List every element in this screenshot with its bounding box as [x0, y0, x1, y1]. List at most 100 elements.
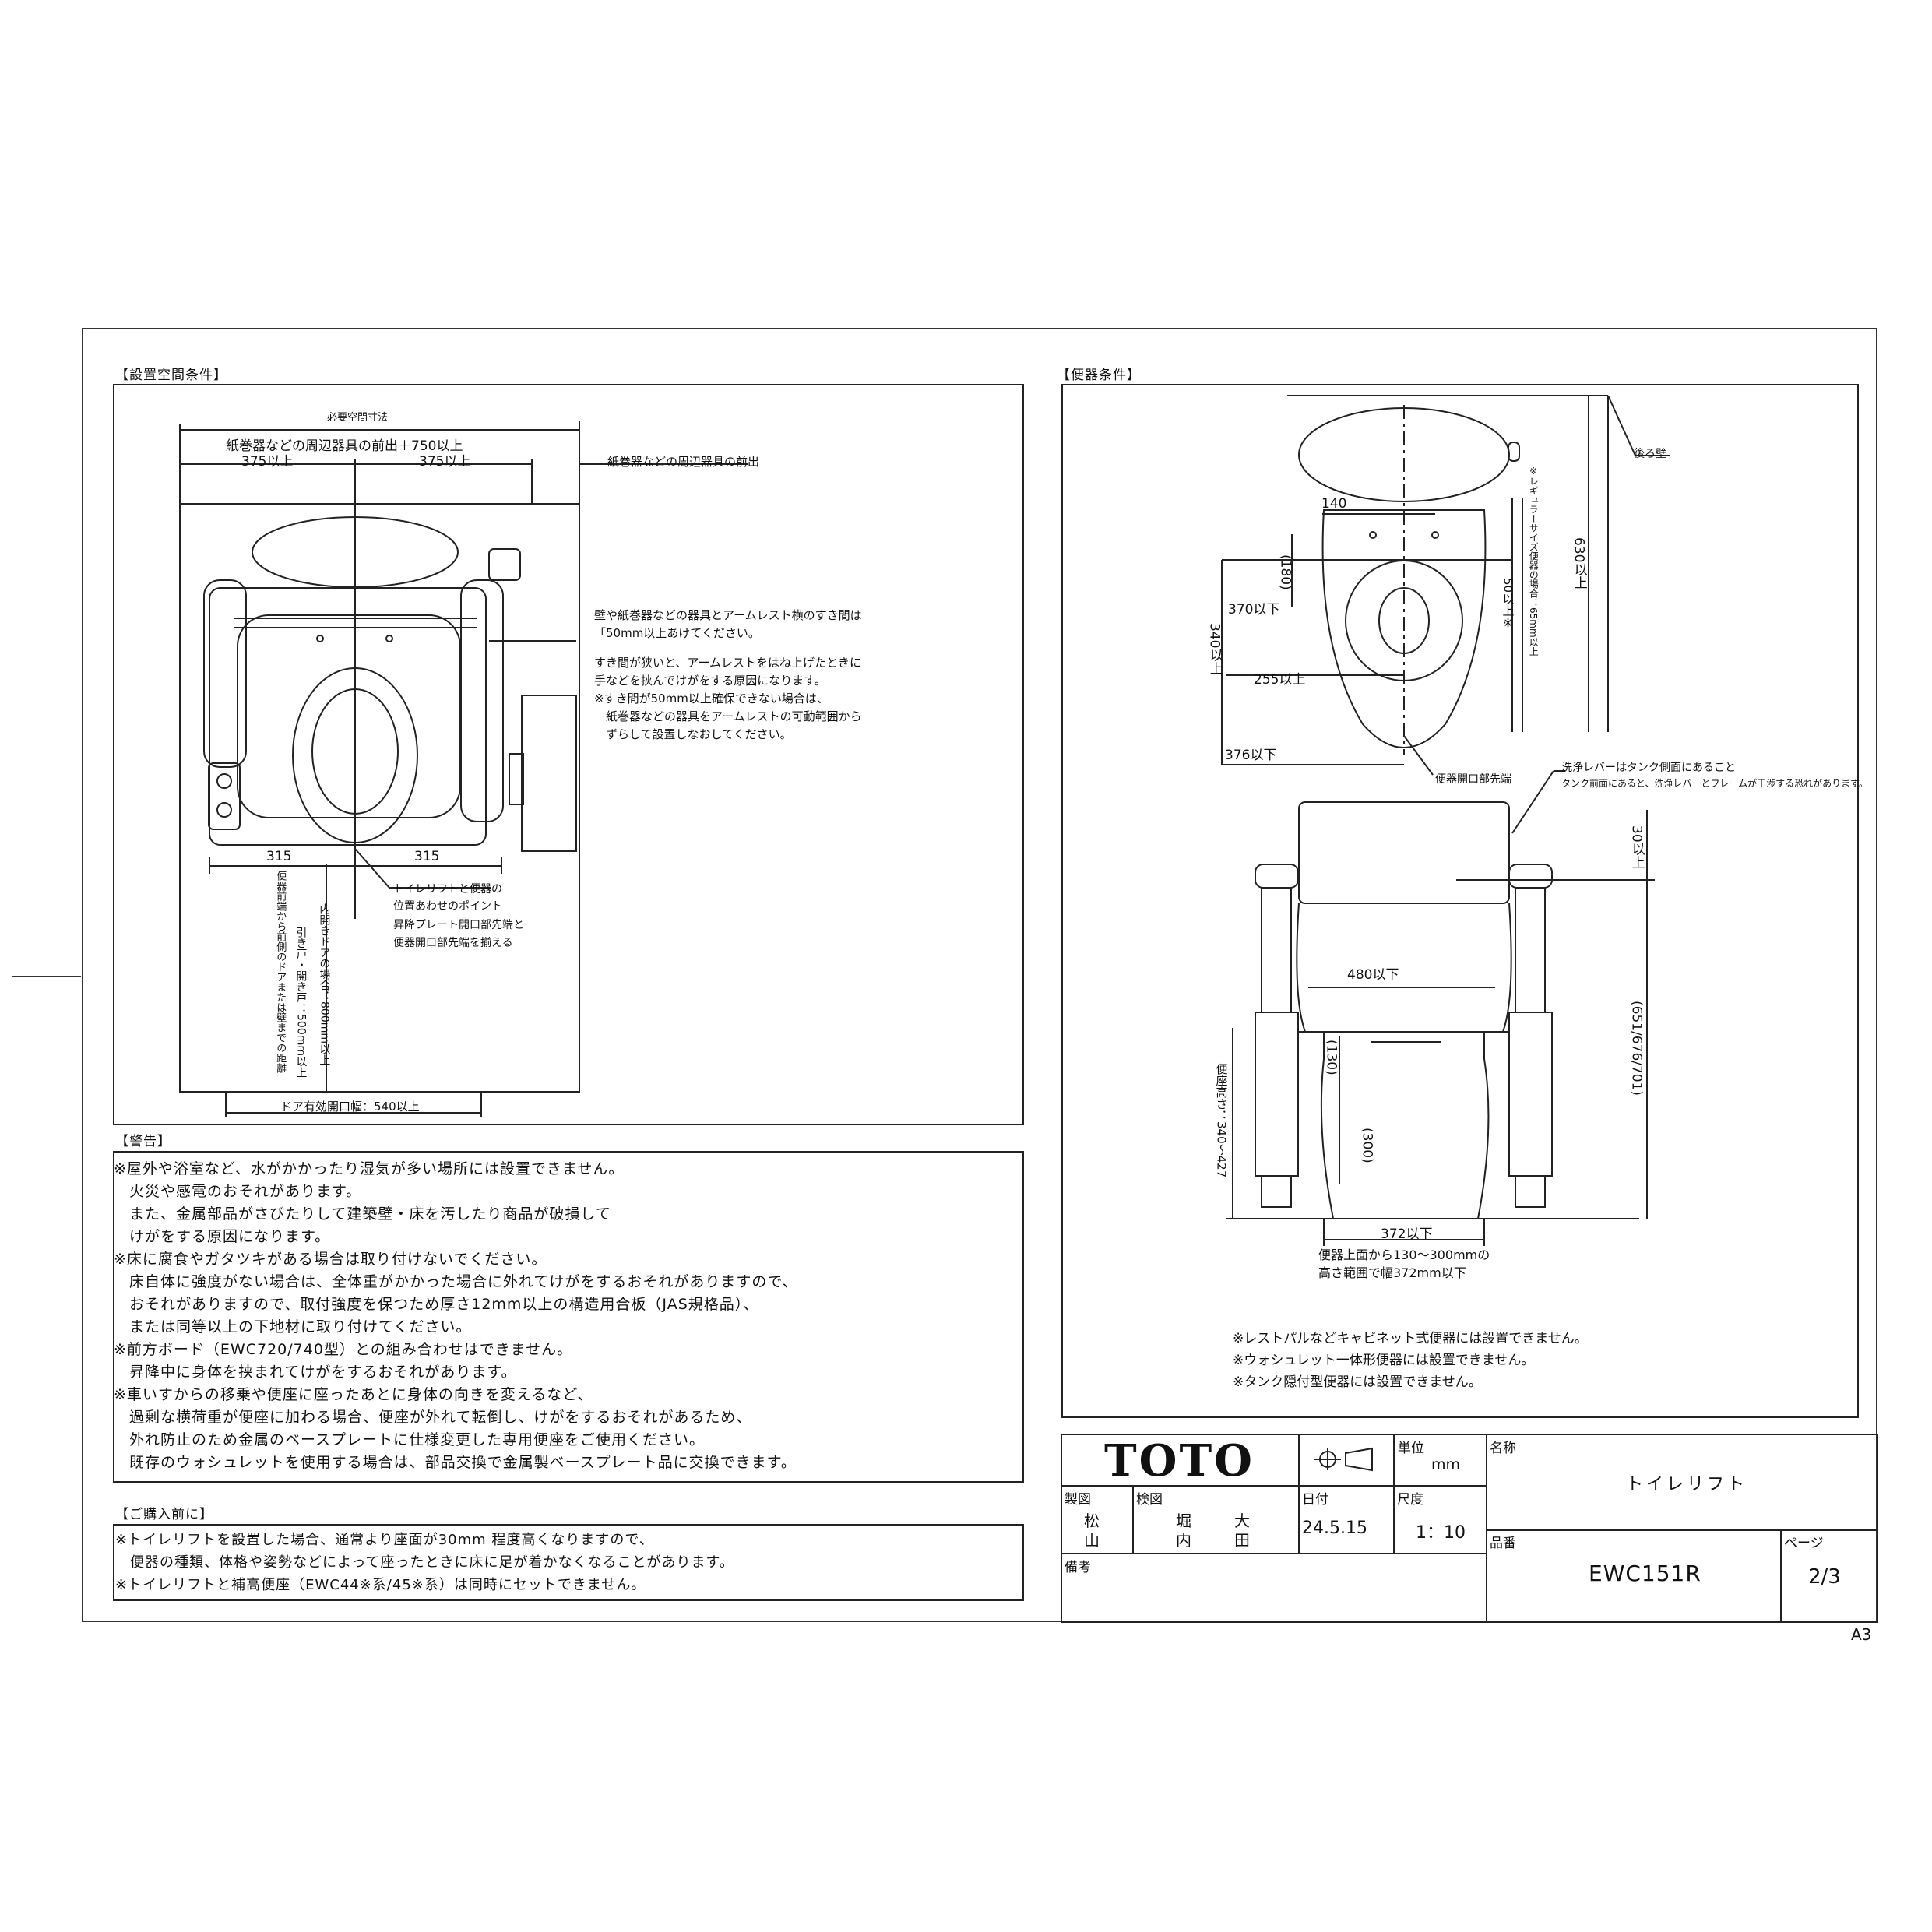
warning-line: ※前方ボード（EWC720/740型）との組み合わせはできません。 [114, 1341, 573, 1358]
dim-140: 140 [1321, 496, 1347, 512]
checked-value-1a: 堀 [1176, 1511, 1191, 1530]
scale-value: 1：10 [1416, 1523, 1466, 1543]
warning-line: 火災や感電のおそれがあります。 [114, 1183, 362, 1200]
dim-300: (300) [1359, 1128, 1375, 1163]
toto-logo: TOTO [1104, 1435, 1255, 1487]
date-value: 24.5.15 [1302, 1519, 1367, 1538]
unit-value: mm [1431, 1456, 1461, 1473]
lever-note-line1: 洗浄レバーはタンク側面にあること [1561, 762, 1736, 774]
warning-line: 床自体に強度がない場合は、全体重がかかった場合に外れてけがをするおそれがあります… [114, 1273, 798, 1290]
dim-130: (130) [1323, 1040, 1339, 1075]
warning-line: または同等以上の下地材に取り付けてください。 [114, 1318, 472, 1336]
warning-line: ※車いすからの移乗や便座に座ったあとに身体の向きを変えるなど、 [114, 1386, 593, 1403]
margin-mark [12, 976, 81, 977]
dim-180: (180) [1277, 554, 1293, 590]
range-note-line2: 高さ範囲で幅372mm以下 [1318, 1265, 1466, 1280]
remarks-label: 備考 [1065, 1560, 1091, 1575]
drawn-value-2: 山 [1084, 1531, 1100, 1550]
dim-255: 255以上 [1254, 672, 1306, 688]
inward-door-label: 内開きドアの場合：800mm以上 [318, 903, 331, 1065]
warning-line: 昇降中に身体を挟まれてけがをするおそれがあります。 [114, 1364, 517, 1381]
purchase-line: ※トイレリフトと補高便座（EWC44※系/45※系）は同時にセットできません。 [115, 1577, 646, 1593]
warning-line: また、金属部品がさびたりして建築壁・床を汚したり商品が破損して [114, 1205, 611, 1223]
installation-section-title: 【設置空間条件】 [115, 368, 227, 383]
bowl-tip-label: 便器開口部先端 [1435, 773, 1511, 786]
warning-section-title: 【警告】 [115, 1134, 171, 1149]
dim-651: (651/676/701) [1628, 1001, 1645, 1096]
toilet-panel [1061, 384, 1859, 1418]
drawing-frame [82, 328, 1877, 1622]
left-315-label: 315 [266, 849, 292, 864]
name-value: トイレリフト [1626, 1475, 1748, 1494]
dim-480: 480以下 [1347, 967, 1399, 983]
seat-height-label: 便座高さ：340～427 [1214, 1063, 1229, 1178]
gap-note-line1: 壁や紙巻器などの器具とアームレスト横のすき間は [594, 608, 862, 622]
unit-label: 単位 [1398, 1441, 1424, 1456]
dim-376: 376以下 [1225, 748, 1277, 763]
checked-value-2b: 田 [1234, 1531, 1250, 1550]
checked-label: 検図 [1136, 1492, 1163, 1508]
toilet-section-title: 【便器条件】 [1057, 368, 1141, 383]
warning-line: 既存のウォシュレットを使用する場合は、部品交換で金属製ベースプレート品に交換でき… [114, 1454, 797, 1471]
dim-50: 50以上※ [1501, 578, 1515, 631]
installation-panel [113, 384, 1024, 1125]
date-label: 日付 [1302, 1492, 1328, 1508]
part-number: EWC151R [1589, 1561, 1701, 1586]
dim-630: 630以上 [1571, 537, 1587, 589]
gap-warning-line3: ※すき間が50mm以上確保できない場合は、 [594, 692, 829, 706]
warning-line: 過剰な横荷重が便座に加わる場合、便座が外れて転倒し、けがをするおそれがあるため、 [114, 1409, 752, 1426]
warning-line: ※床に腐食やガタツキがある場合は取り付けないでください。 [114, 1251, 547, 1268]
dim-370: 370以下 [1228, 602, 1280, 618]
drawn-value-1: 松 [1084, 1511, 1100, 1530]
purchase-section-title: 【ご購入前に】 [115, 1507, 213, 1522]
front-dimension-label: 紙巻器などの周辺器具の前出＋750以上 [226, 438, 463, 454]
dim-372: 372以下 [1381, 1226, 1433, 1242]
gap-note-line2: 「50mm以上あけてください。 [594, 626, 760, 640]
warning-panel [113, 1151, 1024, 1483]
checked-value-1b: 内 [1176, 1531, 1191, 1550]
warning-line: 外れ防止のため金属のベースプレートに仕様変更した専用便座をご使用ください。 [114, 1431, 706, 1448]
back-wall-label: 後ろ壁 [1634, 448, 1666, 460]
dim-30: 30以上 [1628, 825, 1645, 869]
page-label: ページ [1784, 1536, 1824, 1551]
door-width-label: ドア有効開口幅：540以上 [280, 1100, 420, 1114]
alignment-point-line3: 昇降プレート開口部先端と [393, 919, 524, 931]
drawn-label: 製図 [1065, 1492, 1091, 1508]
incompatible-line3: ※タンク隠付型便器には設置できません。 [1233, 1374, 1482, 1390]
gap-warning-line2: 手などを挟んでけがをする原因になります。 [594, 674, 826, 688]
incompatible-line1: ※レストパルなどキャビネット式便器には設置できません。 [1233, 1331, 1588, 1346]
paper-size-label: A3 [1851, 1625, 1872, 1644]
dim-340: 340以上 [1206, 623, 1223, 675]
sliding-door-label: 引き戸・開き戸：500mm以上 [294, 927, 308, 1078]
gap-warning-line5: ずらして設置しなおしてください。 [594, 727, 792, 741]
front-distance-label: 便器前端から前側のドアまたは壁までの距離 [274, 871, 287, 1073]
right-315-label: 315 [414, 849, 440, 864]
required-space-label: 必要空間寸法 [327, 412, 389, 424]
purchase-line: 便器の種類、体格や姿勢などによって座ったときに床に足が着かなくなることがあります… [115, 1554, 734, 1571]
paper-holder-front-label: 紙巻器などの周辺器具の前出 [607, 455, 760, 469]
name-label: 名称 [1490, 1441, 1516, 1456]
warning-line: けがをする原因になります。 [114, 1228, 331, 1245]
warning-line: おそれがありますので、取付強度を保つため厚さ12mm以上の構造用合板（JAS規格… [114, 1296, 759, 1313]
incompatible-line2: ※ウォシュレット一体形便器には設置できません。 [1233, 1353, 1535, 1368]
alignment-point-line1: トイレリフトと便器の [393, 883, 502, 896]
lever-note-line2: タンク前面にあると、洗浄レバーとフレームが干渉する恐れがあります。 [1561, 778, 1868, 789]
part-label: 品番 [1490, 1536, 1516, 1551]
page-value: 2/3 [1808, 1565, 1841, 1589]
gap-warning-line4: 紙巻器などの器具をアームレストの可動範囲から [594, 709, 862, 723]
left-375-label: 375以上 [241, 454, 294, 470]
gap-warning-line1: すき間が狭いと、アームレストをはね上げたときに [594, 656, 862, 670]
alignment-point-line2: 位置あわせのポイント [393, 900, 502, 913]
warning-line: ※屋外や浴室など、水がかかったり湿気が多い場所には設置できません。 [114, 1160, 625, 1177]
purchase-panel [113, 1524, 1024, 1601]
checked-value-2a: 大 [1234, 1511, 1250, 1530]
regular-size-note: ※レギュラーサイズ便器の場合：65mm以上 [1528, 466, 1540, 656]
scale-label: 尺度 [1397, 1492, 1423, 1508]
range-note-line1: 便器上面から130～300mmの [1318, 1248, 1490, 1262]
alignment-point-line4: 便器開口部先端を揃える [393, 937, 513, 949]
right-375-label: 375以上 [419, 454, 471, 470]
purchase-line: ※トイレリフトを設置した場合、通常より座面が30mm 程度高くなりますので、 [115, 1532, 654, 1548]
